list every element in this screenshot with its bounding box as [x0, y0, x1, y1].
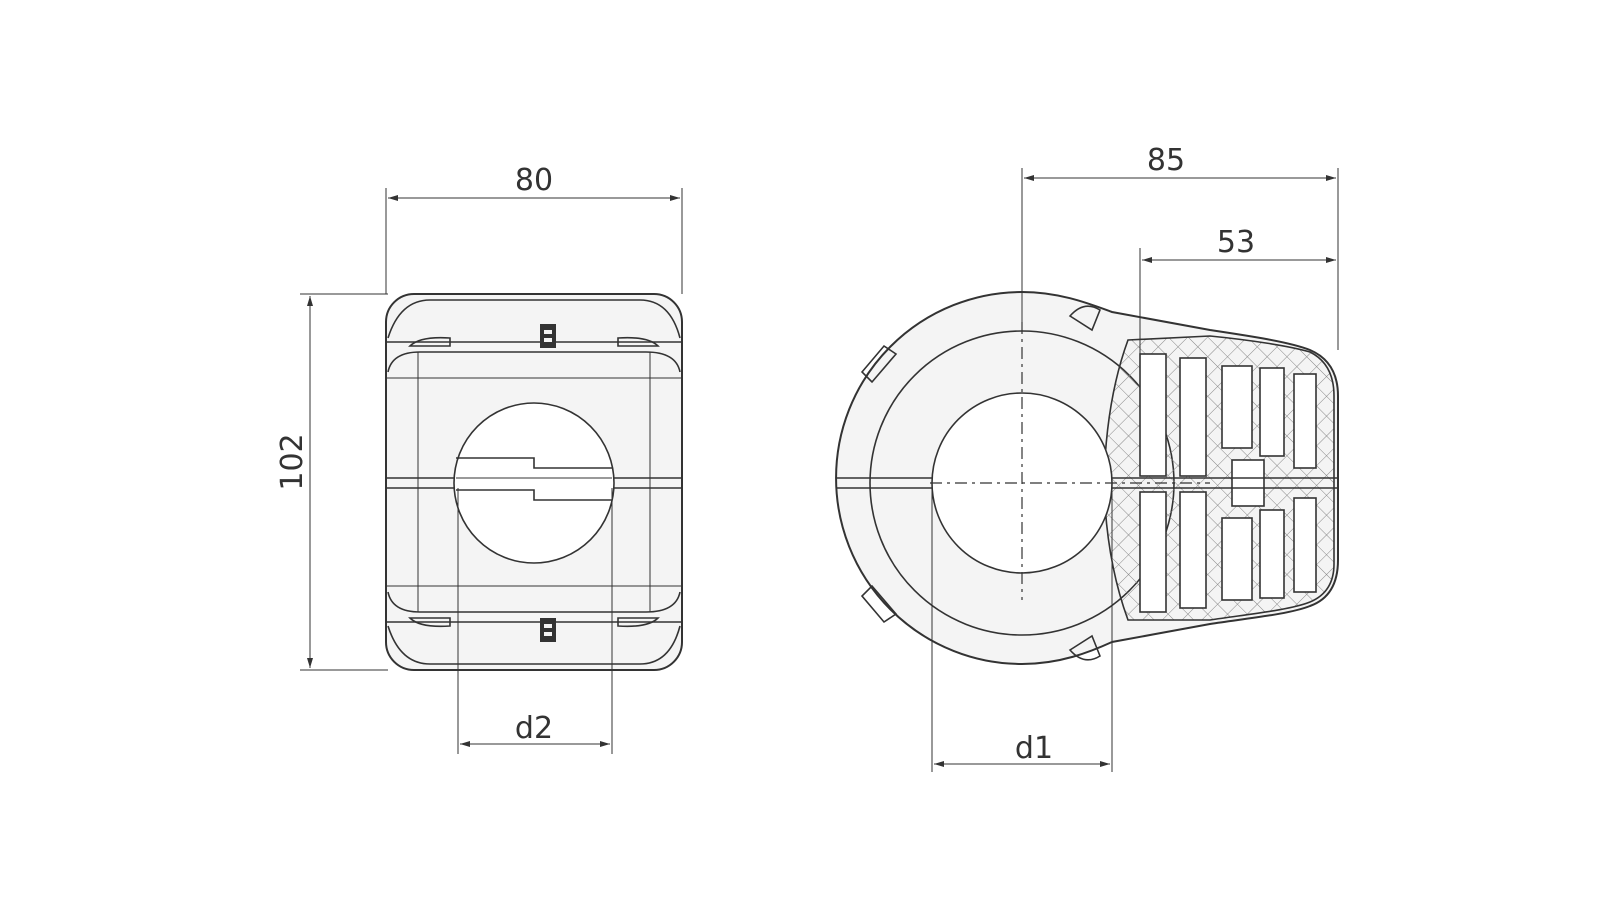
fin-lower-2	[1179, 491, 1207, 609]
side-view: 85 53 d1	[835, 143, 1339, 772]
dim-label-d1: d1	[1015, 731, 1053, 766]
side-notch-top-left	[860, 344, 898, 384]
fin-lower-5	[1293, 497, 1317, 593]
dim-label-d2: d2	[515, 711, 553, 746]
front-slot-right-bottom	[617, 617, 660, 628]
fin-upper-4	[1259, 367, 1285, 457]
front-bottom-cap	[387, 625, 681, 665]
fin-lower-1	[1139, 491, 1167, 613]
fin-lower-3	[1221, 517, 1253, 601]
fin-upper-3	[1221, 365, 1253, 449]
front-slot-left-top	[408, 336, 451, 347]
dim-label-height: 102	[275, 433, 310, 490]
front-bore	[453, 402, 615, 564]
side-notch-bottom-left	[860, 584, 898, 624]
side-notch-top	[1068, 305, 1101, 332]
front-bore-step	[456, 457, 612, 469]
front-slot-left-bottom	[408, 617, 451, 628]
fin-lower-4	[1259, 509, 1285, 599]
front-slot-right-top	[617, 336, 660, 347]
dim-label-53: 53	[1217, 225, 1255, 260]
front-top-cap	[387, 299, 681, 339]
dim-label-85: 85	[1147, 143, 1185, 178]
front-view: 80 102 d2	[275, 163, 683, 754]
logo-mark-bottom	[540, 618, 556, 642]
side-center-clamp	[1231, 459, 1265, 507]
side-notch-bottom	[1068, 634, 1101, 661]
fin-upper-1	[1139, 353, 1167, 477]
dim-label-width: 80	[515, 163, 553, 198]
logo-mark-top	[540, 324, 556, 348]
fin-upper-2	[1179, 357, 1207, 477]
fin-upper-5	[1293, 373, 1317, 469]
